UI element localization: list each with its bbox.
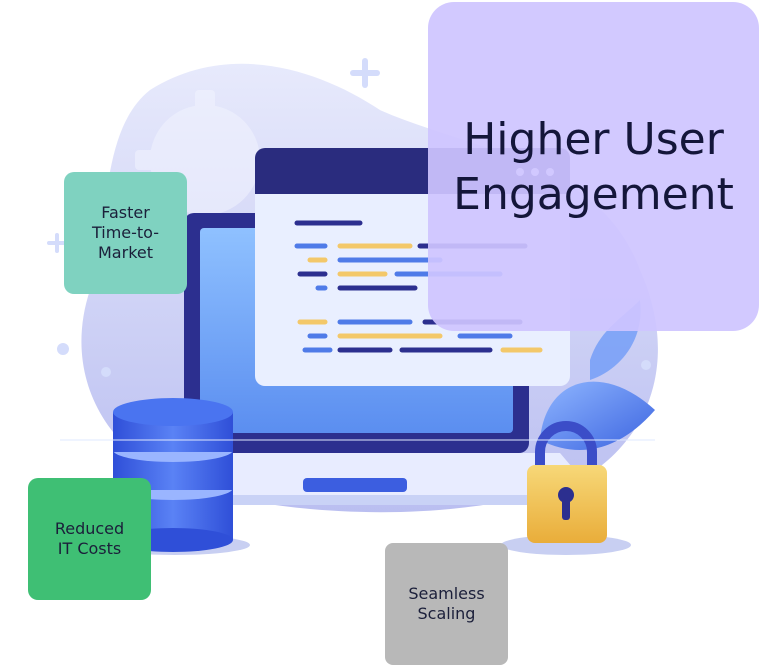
sparkle-icon [47, 58, 651, 377]
higher-user-engagement-card: Higher User Engagement [428, 2, 759, 331]
reduced-it-costs-card: Reduced IT Costs [28, 478, 151, 600]
reduced-it-costs-label: Reduced IT Costs [54, 519, 125, 558]
seamless-scaling-card: Seamless Scaling [385, 543, 508, 665]
higher-user-engagement-label: Higher User Engagement [453, 113, 734, 220]
seamless-scaling-label: Seamless Scaling [408, 584, 485, 623]
faster-time-to-market-label: Faster Time-to- Market [91, 203, 160, 262]
lock-icon [501, 421, 631, 555]
faster-time-to-market-card: Faster Time-to- Market [64, 172, 187, 294]
leaf-icon [540, 381, 655, 450]
